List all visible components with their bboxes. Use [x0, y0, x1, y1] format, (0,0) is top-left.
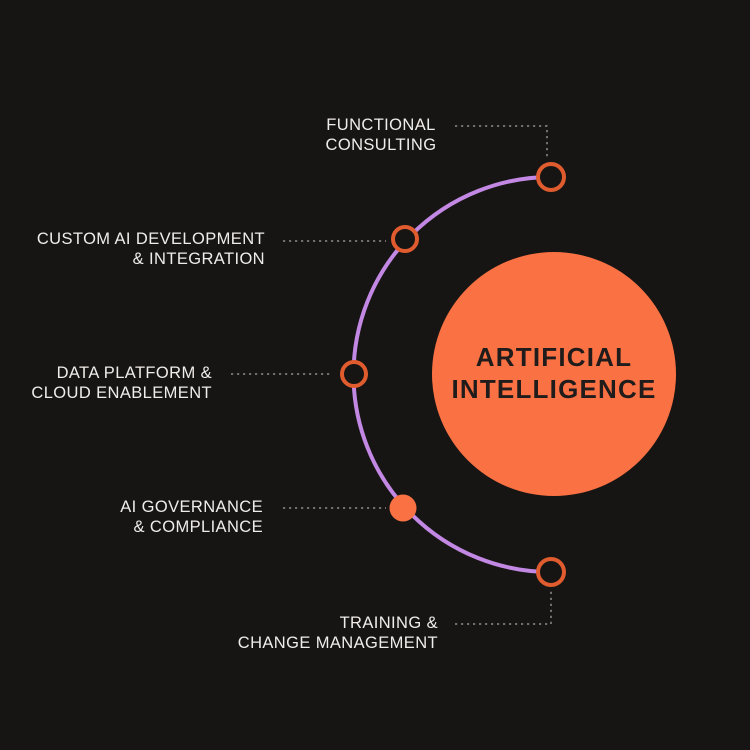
label-functional-consulting: FUNCTIONAL CONSULTING — [325, 116, 437, 154]
ai-circle-title: ARTIFICIAL INTELLIGENCE — [451, 342, 657, 404]
connector-training-change — [455, 590, 552, 625]
node-ai-governance-icon — [389, 494, 417, 522]
node-data-platform-icon — [340, 360, 368, 388]
label-data-platform-cloud-enablement: DATA PLATFORM & CLOUD ENABLEMENT — [31, 364, 212, 402]
label-custom-ai-development-integration: CUSTOM AI DEVELOPMENT & INTEGRATION — [36, 230, 265, 268]
connector-functional-consulting — [455, 125, 548, 160]
node-training-change-icon — [536, 557, 566, 587]
node-functional-consulting-icon — [536, 162, 566, 192]
label-ai-governance-compliance: AI GOVERNANCE & COMPLIANCE — [120, 498, 263, 536]
ai-circle — [432, 252, 676, 496]
node-custom-ai-development-icon — [391, 225, 419, 253]
label-training-change-management: TRAINING & CHANGE MANAGEMENT — [237, 614, 438, 652]
